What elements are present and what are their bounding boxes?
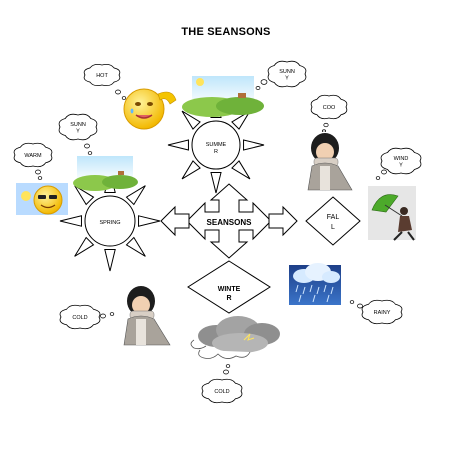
cloud-label: Y [285,75,289,81]
sun-ray [167,139,189,151]
cloud-shape [59,304,101,330]
sun-ray [125,185,146,206]
thought-bubble-dot [115,89,121,95]
thought-bubble-dot [87,151,93,155]
cloud-label: COLD [214,389,229,395]
summer-label-line2: R [214,149,218,155]
sun-ray [181,160,201,180]
spring-label: SPRING [99,220,120,226]
winter-label-line2: R [226,295,231,302]
spring-landscape-picture [73,156,138,191]
thought-bubble-dot [84,143,90,149]
thought-cloud-warm: WARM [13,142,53,180]
warm-sun-sunglasses-picture [16,183,68,215]
thought-cloud-cool: COO [310,94,348,133]
thought-bubble-dot [121,96,127,100]
cloud-label: COO [323,105,336,111]
cloud-label: Y [399,162,403,168]
sun-ray [231,110,251,130]
cloud-label: RAINY [374,310,391,316]
sun-ray [181,110,201,130]
fall-diamond: FAL L [305,196,361,246]
thought-cloud-cold-bottom: COLD [201,364,243,404]
thought-bubble-dot [375,176,381,180]
summer-landscape-picture [182,76,264,117]
thought-bubble-dot [260,79,268,85]
thought-cloud-rainy: RAINY [349,299,403,325]
sun-ray [231,160,251,180]
cloud-shape [267,60,307,88]
sun-ray [104,249,116,272]
diagram-title: THE SEANSONS [181,26,271,38]
thought-bubble-dot [37,176,43,180]
center-four-way-arrow: SEANSONS [160,183,298,259]
sun-ray [138,215,161,227]
cloud-label: SUNN [70,122,86,128]
sun-ray [74,236,95,257]
winter-diamond: WINTE R [187,260,271,314]
cold-person-picture-bottom [120,284,174,346]
cloud-label: HOT [96,73,108,79]
thought-bubble-dot [357,303,363,309]
center-label: SEANSONS [207,218,253,227]
summer-sun: SUMME R [167,96,265,194]
cloud-label: WIND [394,156,409,162]
cloud-shape [83,63,121,87]
fall-label-line1: FAL [327,214,340,221]
storm-cloud-picture [190,316,280,359]
cloud-label: COLD [72,315,87,321]
thought-bubble-dot [225,364,231,368]
sun-ray [210,172,222,194]
hot-sun-face-picture [123,88,177,130]
sun-ray [59,215,82,227]
thought-bubble-dot [323,122,329,128]
windy-umbrella-person-picture [368,186,416,241]
cloud-shape [310,94,348,120]
cold-person-picture-top [302,132,356,191]
thought-cloud-hot: HOT [83,63,127,100]
sun-ray [125,236,146,257]
fall-label-line2: L [331,224,335,231]
cloud-shape [201,378,243,404]
thought-bubble-dot [35,169,41,175]
cloud-shape [13,142,53,168]
cloud-label: SUNN [279,69,295,75]
thought-bubble-dot [381,169,387,175]
thought-bubble-dot [322,129,326,133]
thought-bubble-dot [223,369,229,375]
cloud-shape [361,299,403,325]
thought-bubble-dot [100,313,106,319]
sun-ray [74,185,95,206]
winter-label-line1: WINTE [218,286,241,293]
sun-ray [243,139,265,151]
thought-bubble-dot [109,312,115,316]
rain-cloud-picture [289,263,341,305]
thought-bubble-dot [255,86,261,90]
thought-bubble-dot [349,300,355,304]
cloud-label: WARM [24,153,42,159]
cloud-shape [58,113,98,141]
thought-cloud-cold-left: COLD [59,304,115,330]
cloud-label: Y [76,128,80,134]
cloud-shape [380,147,422,175]
summer-label-line1: SUMME [206,142,227,148]
